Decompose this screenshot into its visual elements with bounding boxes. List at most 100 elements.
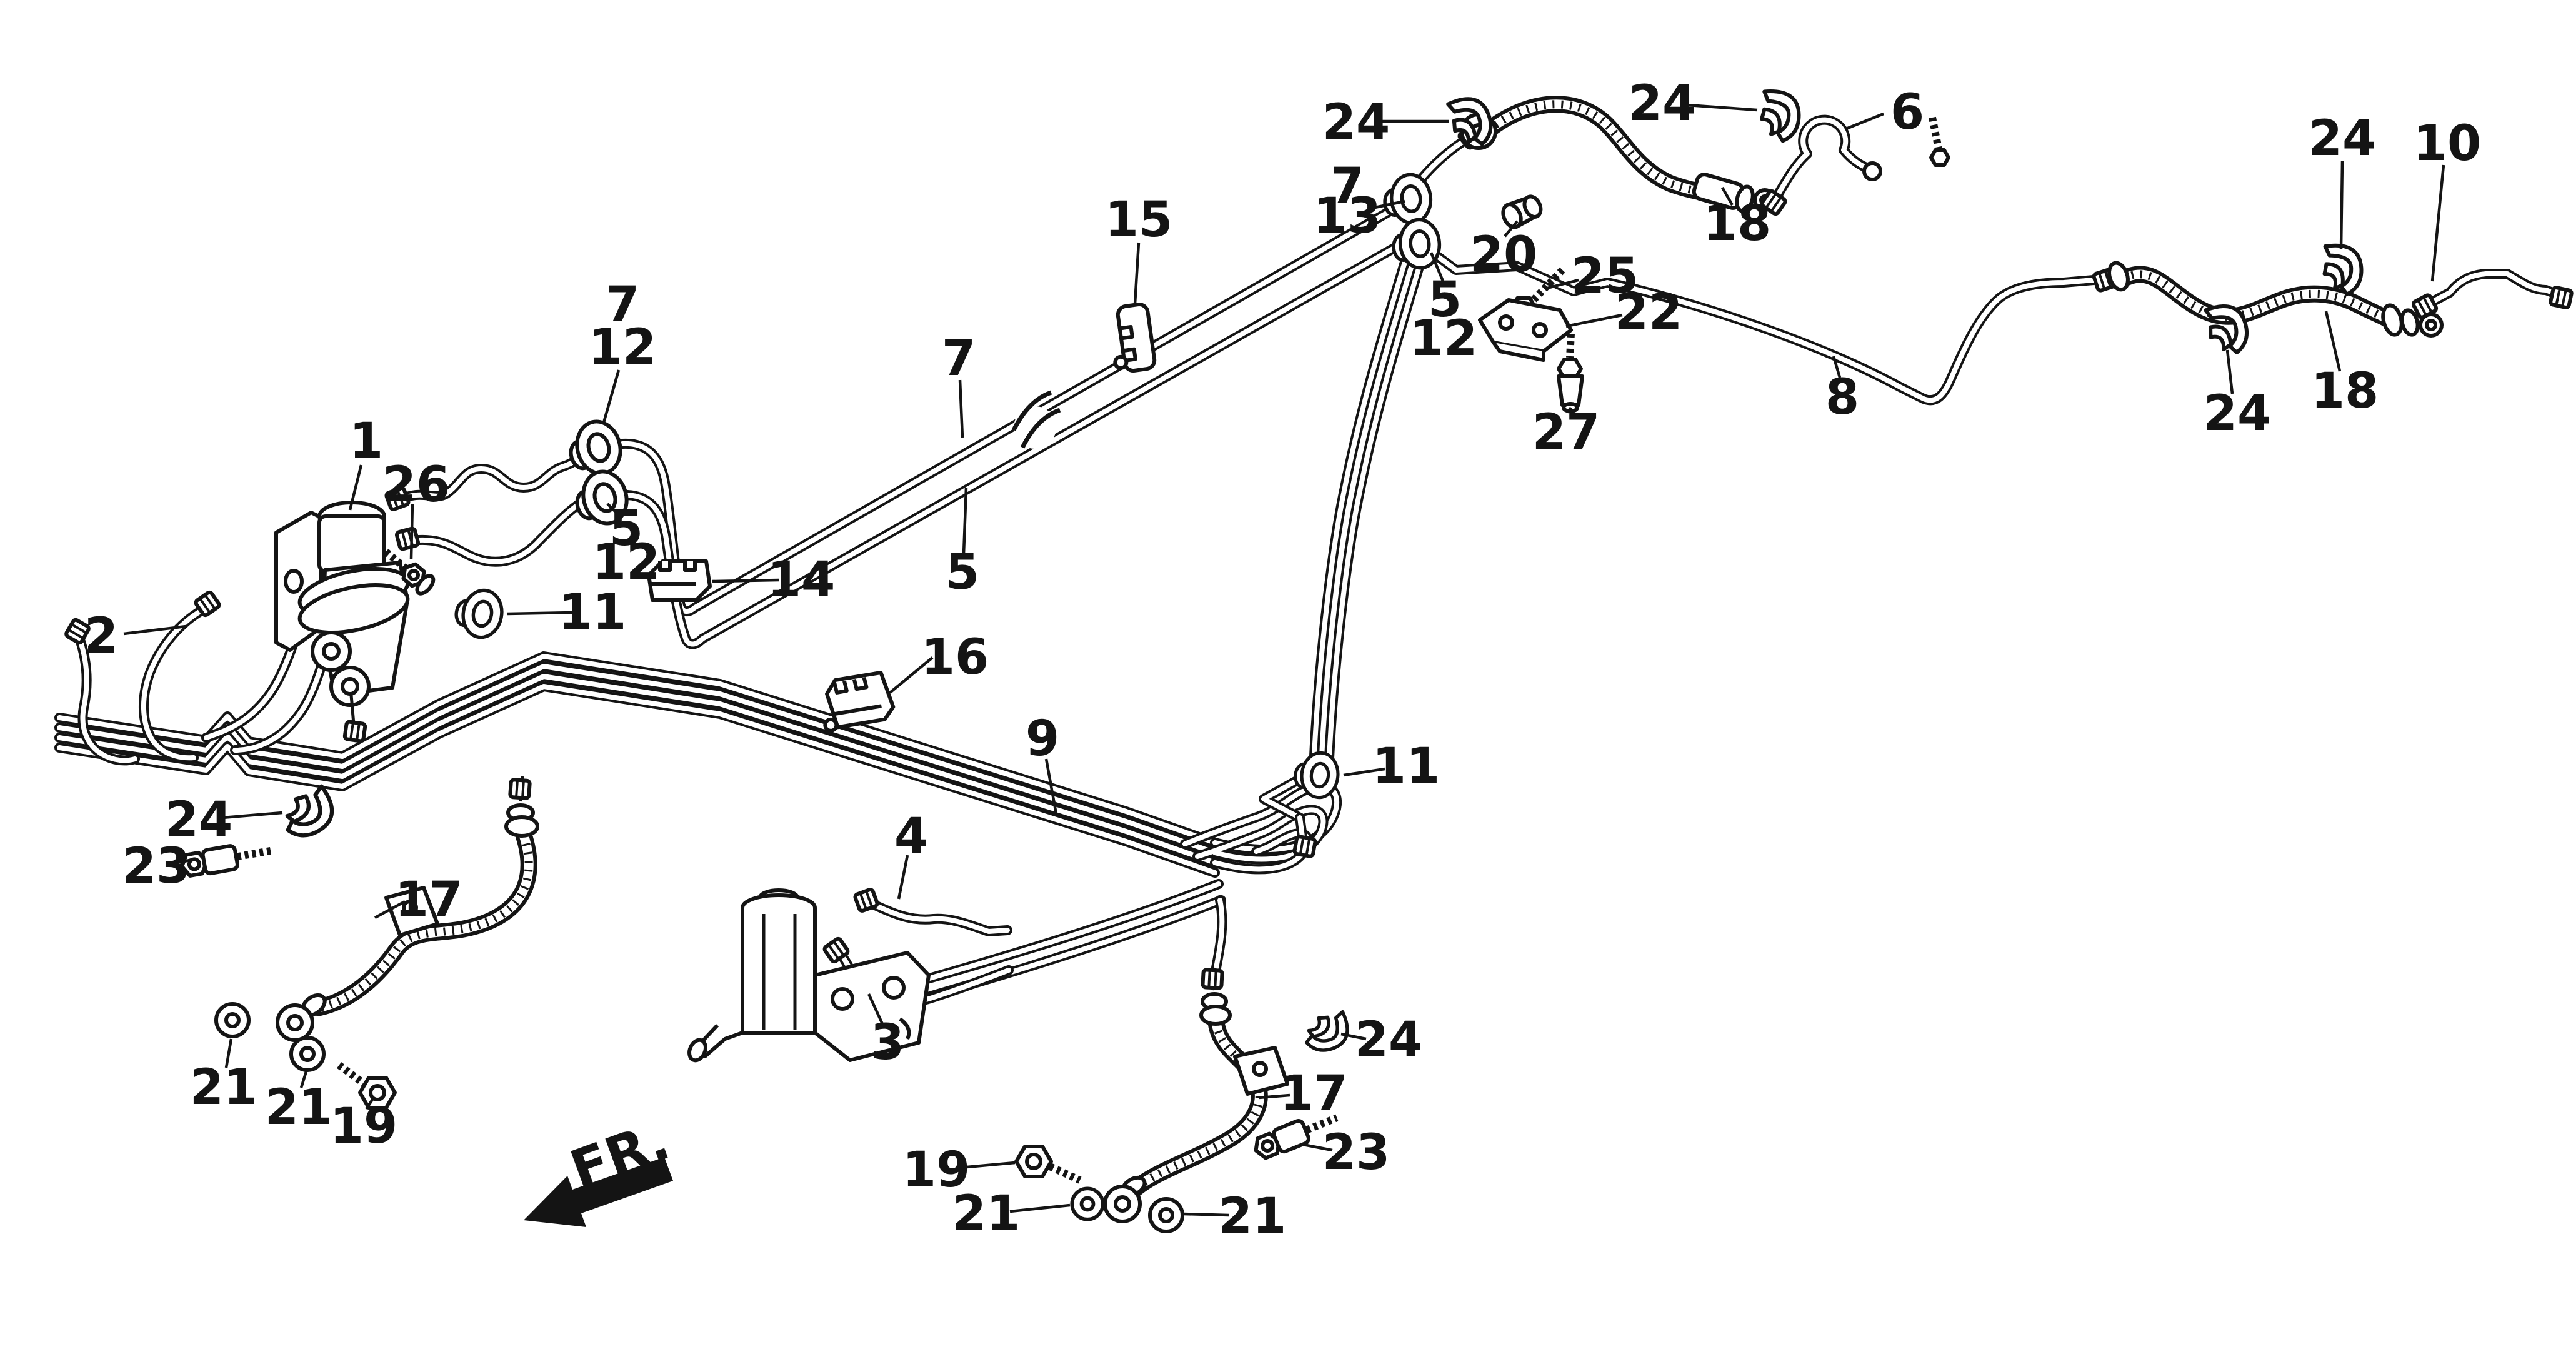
- flare-nut: [1202, 970, 1222, 988]
- callout-21: 21: [265, 1080, 333, 1136]
- callout-leader-5: [962, 487, 968, 554]
- master-cylinder: [687, 888, 931, 1063]
- hose-17-bracket: [1233, 1046, 1289, 1096]
- pipe-clamp-14: [647, 559, 712, 602]
- fr-arrow: [524, 1157, 673, 1227]
- clip-24: [1302, 1011, 1351, 1054]
- pipe-6-eyelet: [1862, 161, 1882, 181]
- callout-12: 12: [1410, 311, 1478, 367]
- callout-leader-1: [348, 464, 363, 511]
- grommet-11: [453, 586, 506, 641]
- callout-leader-27: [1566, 406, 1572, 414]
- callout-leader-25: [1544, 278, 1579, 291]
- callout-leader-18: [1721, 186, 1734, 206]
- clip-24: [277, 786, 339, 843]
- grommet-fitting-7-12: [564, 417, 626, 481]
- callout-26: 26: [382, 457, 451, 513]
- callout-7: 7: [1330, 158, 1364, 214]
- pipe-break-mark: [1011, 390, 1061, 449]
- callout-9: 9: [1026, 711, 1059, 767]
- callout-leader-10: [2430, 164, 2445, 282]
- hose-end-fitting-18: [2107, 261, 2130, 292]
- callout-8: 8: [1825, 369, 1859, 426]
- callout-leader-21: [299, 1071, 308, 1088]
- brake-pipe-4: [867, 899, 1012, 936]
- banjo-bolt-19: [1014, 1145, 1082, 1184]
- callout-18: 18: [2311, 363, 2379, 419]
- callout-20: 20: [1470, 227, 1538, 283]
- callout-10: 10: [2414, 116, 2482, 172]
- callout-24: 24: [1629, 76, 1697, 132]
- pipe-clamp-16: [823, 671, 896, 733]
- callout-19: 19: [902, 1142, 971, 1198]
- callout-leader-21: [224, 1038, 233, 1068]
- callout-leader-24: [1340, 1032, 1367, 1041]
- callout-3: 3: [871, 1015, 904, 1071]
- callout-leader-18: [2324, 311, 2342, 372]
- brake-pipe: [1211, 895, 1227, 973]
- callout-leader-13: [1374, 199, 1405, 209]
- callout-leader-24: [2225, 349, 2234, 394]
- callout-23: 23: [1322, 1125, 1390, 1181]
- flare-nut: [1294, 836, 1315, 857]
- clip-15: [1113, 302, 1157, 373]
- callout-leader-17: [374, 900, 406, 919]
- callout-24: 24: [2309, 111, 2377, 167]
- callout-leader-23: [1299, 1142, 1333, 1152]
- hose-17-bracket: [384, 886, 439, 937]
- callout-leader-24: [2339, 161, 2344, 249]
- callout-27: 27: [1532, 404, 1600, 461]
- callout-leader-14: [712, 578, 779, 583]
- callout-5: 5: [1428, 272, 1462, 328]
- callout-leader-4: [897, 855, 909, 900]
- callout-5: 5: [946, 544, 979, 601]
- callout-leader-5: [606, 503, 617, 514]
- fr-label: FR.: [562, 1110, 677, 1202]
- small-bolt: [1929, 116, 1950, 167]
- flare-nut: [2550, 287, 2572, 308]
- bushing-20: [1501, 194, 1543, 229]
- callout-17: 17: [395, 872, 463, 928]
- bolt-23: [180, 844, 272, 878]
- callout-15: 15: [1105, 192, 1173, 248]
- callout-24: 24: [2204, 386, 2272, 442]
- callout-leader-11: [1343, 767, 1385, 777]
- callout-leader-22: [1565, 313, 1623, 328]
- fr-direction-indicator: FR.: [524, 1110, 677, 1227]
- callout-17: 17: [1280, 1066, 1348, 1122]
- callout-12: 12: [592, 534, 661, 591]
- callout-leader-24: [1687, 103, 1758, 112]
- bolt-26: [381, 547, 436, 596]
- callout-24: 24: [1322, 94, 1390, 151]
- proportioning-valve: [274, 501, 410, 725]
- callout-11: 11: [559, 584, 627, 641]
- hose-end-fitting-18: [2381, 303, 2444, 338]
- callout-leader-16: [889, 656, 934, 694]
- callout-21: 21: [952, 1186, 1021, 1242]
- callout-14: 14: [767, 552, 836, 608]
- flare-nut: [854, 889, 878, 912]
- bracket-22: [1478, 298, 1573, 362]
- callout-leader-19: [959, 1161, 1016, 1170]
- callout-leader-8: [1832, 356, 1842, 378]
- callout-2: 2: [84, 608, 118, 664]
- brake-hose-17-right: [1126, 1014, 1268, 1198]
- callout-leader-23: [179, 857, 194, 865]
- callout-21: 21: [1219, 1188, 1287, 1245]
- brake-pipe-7: [617, 201, 1404, 617]
- callout-4: 4: [894, 808, 928, 865]
- callout-19: 19: [330, 1098, 398, 1155]
- callout-leader-3: [867, 993, 884, 1025]
- callout-6: 6: [1890, 84, 1924, 141]
- callout-leader-6: [1845, 112, 1884, 131]
- washer-21: [1150, 1199, 1182, 1231]
- flare-nut: [510, 780, 530, 798]
- callout-18: 18: [1704, 196, 1772, 252]
- banjo-bolt-19: [335, 1061, 397, 1110]
- callout-11: 11: [1372, 738, 1440, 795]
- brake-pipe: [1295, 813, 1307, 841]
- flare-nut: [344, 721, 366, 741]
- callout-22: 22: [1615, 284, 1683, 341]
